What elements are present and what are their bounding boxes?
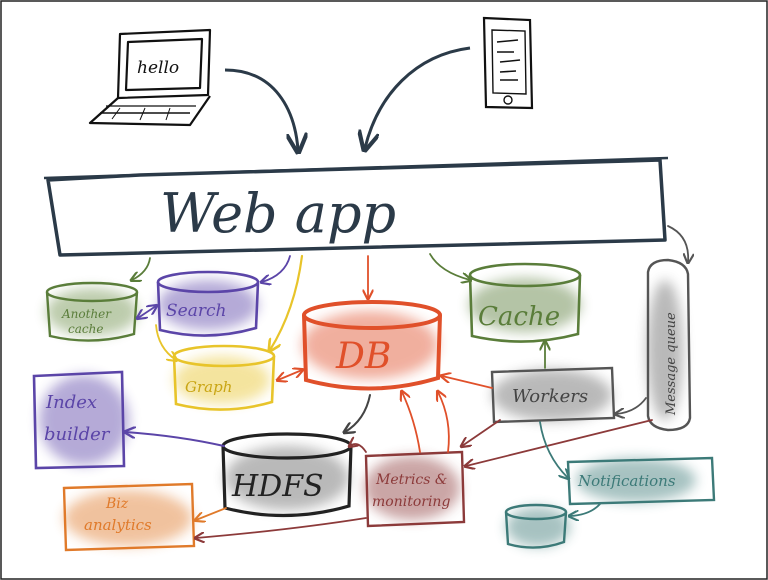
webapp-to-message-queue-arrow	[667, 225, 688, 262]
webapp-to-search-arrow	[262, 255, 291, 282]
index-builder-label-line1: Index	[45, 392, 97, 413]
webapp-to-cache-arrow	[429, 253, 470, 280]
biz-analytics-box	[62, 482, 196, 552]
graph-db-arrow	[278, 370, 302, 380]
message-queue-box	[646, 258, 692, 432]
message-queue-to-metrics-arrow	[466, 419, 653, 466]
workers-to-metrics-arrow	[462, 419, 501, 446]
notifications-box	[566, 456, 716, 506]
index-builder-box	[32, 370, 126, 470]
webapp-to-another-cache-arrow	[132, 257, 151, 280]
notifications-to-store-arrow	[570, 503, 601, 516]
index-builder-label-line2: builder	[44, 424, 111, 445]
hdfs-label: HDFS	[231, 469, 324, 504]
notifications-store-cylinder	[504, 503, 568, 549]
db-cylinder	[302, 300, 442, 391]
hdfs-to-index-builder-arrow	[126, 432, 225, 447]
another-cache-search-arrow	[138, 306, 156, 318]
tablet-to-webapp-arrow	[365, 46, 471, 148]
message-queue-label: Message queue	[664, 312, 679, 416]
notifications-label: Notifications	[577, 472, 676, 490]
metrics-to-db-arrow-2	[438, 392, 450, 453]
graph-label: Graph	[185, 378, 232, 396]
tablet-icon	[482, 16, 534, 110]
search-graph-arrow	[155, 324, 176, 360]
another-cache-label-line1: Another	[61, 307, 112, 321]
webapp-to-graph-arrow	[270, 254, 304, 350]
metrics-to-biz-analytics-arrow	[196, 517, 367, 538]
metrics-to-hdfs-arrow	[350, 444, 367, 453]
search-label: Search	[166, 301, 226, 321]
webapp-label: Web app	[160, 182, 396, 245]
workers-label: Workers	[512, 386, 588, 407]
laptop-screen-text: hello	[137, 58, 179, 78]
db-label: DB	[335, 336, 391, 377]
laptop-icon	[88, 28, 212, 127]
biz-analytics-label-line2: analytics	[84, 516, 152, 534]
db-to-hdfs-arrow	[345, 394, 371, 432]
metrics-to-db-arrow	[402, 392, 421, 453]
workers-to-notifications-arrow	[539, 421, 568, 478]
metrics-label-line2: monitoring	[372, 494, 450, 510]
message-queue-to-workers-arrow	[616, 397, 647, 414]
hdfs-to-biz-analytics-arrow	[196, 507, 227, 520]
another-cache-cylinder	[45, 281, 139, 342]
biz-analytics-label-line1: Biz	[105, 496, 129, 512]
search-cylinder	[156, 270, 260, 337]
cache-label: Cache	[478, 302, 560, 332]
laptop-to-webapp-arrow	[224, 68, 298, 150]
metrics-label-line1: Metrics &	[375, 472, 447, 488]
workers-to-db-arrow	[442, 376, 493, 389]
metrics-box	[364, 450, 466, 528]
another-cache-label-line2: cache	[68, 322, 103, 336]
